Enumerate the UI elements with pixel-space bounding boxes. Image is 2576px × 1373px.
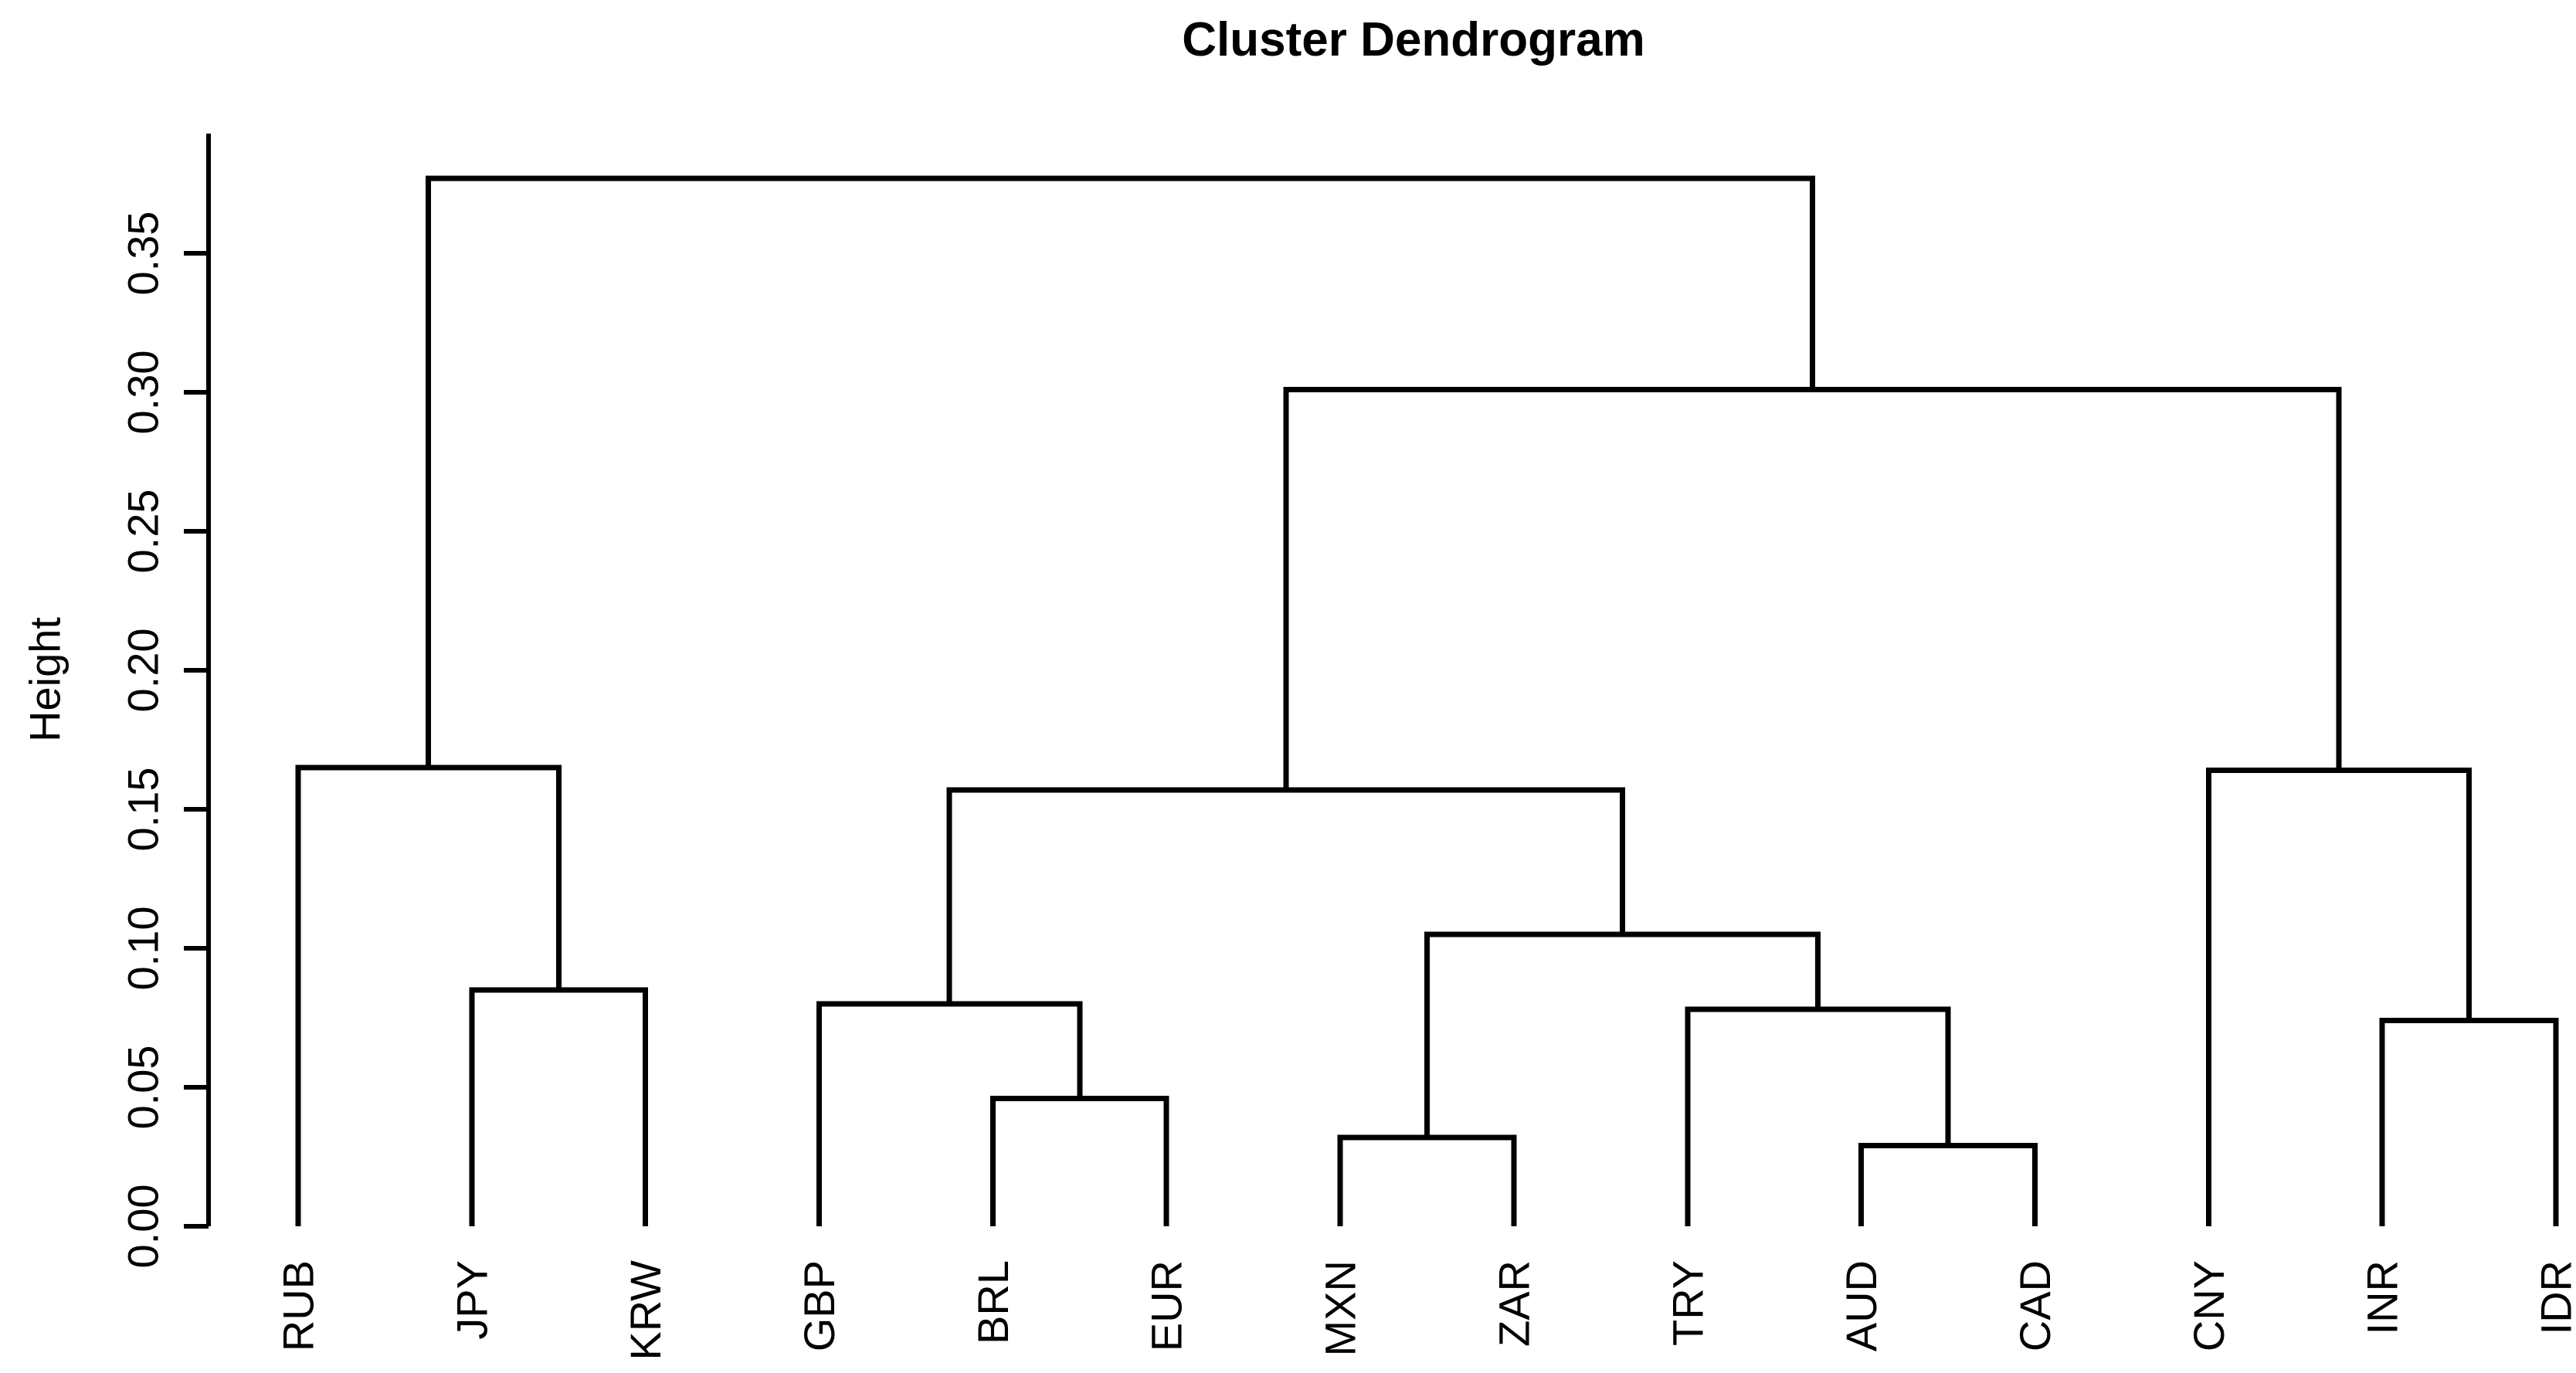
leaf-label-mxn: MXN: [1316, 1260, 1365, 1356]
leaf-label-jpy: JPY: [447, 1260, 496, 1340]
leaf-label-cny: CNY: [2184, 1260, 2233, 1351]
cluster-link-m2: [295, 764, 562, 1226]
leaf-label-inr: INR: [2358, 1260, 2407, 1334]
leaf-labels: RUB JPY KRW GBP BRL EUR MXN ZAR TRY AUD CAD CNY INR I…: [274, 1260, 2576, 1361]
y-axis-label: Height: [21, 617, 70, 742]
leaf-label-cad: CAD: [2011, 1260, 2059, 1351]
cluster-link-m12: [1283, 386, 2342, 790]
cluster-link-m6: [1858, 1143, 2038, 1226]
leaf-label-zar: ZAR: [1489, 1260, 1538, 1347]
cluster-link-m8: [1424, 931, 1821, 1137]
cluster-link-m4: [816, 1001, 1083, 1226]
y-axis-tick-label: 0.30: [119, 351, 168, 435]
leaf-label-aud: AUD: [1837, 1260, 1885, 1351]
y-axis-tick-label: 0.10: [119, 907, 168, 991]
leaf-label-eur: EUR: [1142, 1260, 1191, 1351]
chart-title: Cluster Dendrogram: [1182, 13, 1644, 66]
leaf-label-try: TRY: [1663, 1260, 1712, 1346]
cluster-link-m10: [2379, 1018, 2559, 1226]
y-axis-tick-label: 0.20: [119, 629, 168, 713]
y-axis: 0.00 0.05 0.10 0.15 0.20 0.25 0.30 0.35: [119, 134, 211, 1269]
cluster-link-m5: [1337, 1134, 1517, 1226]
y-axis-tick-label: 0.25: [119, 490, 168, 574]
cluster-link-m3: [989, 1095, 1169, 1226]
leaf-label-brl: BRL: [969, 1260, 1017, 1344]
y-axis-tick-label: 0.35: [119, 212, 168, 296]
cluster-link-m7: [1685, 1006, 1951, 1226]
y-axis-tick-label: 0.00: [119, 1185, 168, 1269]
leaf-label-gbp: GBP: [795, 1260, 843, 1351]
y-axis-tick-label: 0.15: [119, 768, 168, 852]
leaf-label-idr: IDR: [2532, 1260, 2576, 1334]
leaf-label-krw: KRW: [621, 1260, 670, 1361]
cluster-link-m11: [2205, 768, 2472, 1226]
cluster-link-m1: [469, 987, 649, 1226]
cluster-link-m9: [946, 787, 1625, 1004]
dendrogram-tree: [295, 175, 2559, 1226]
leaf-label-rub: RUB: [274, 1260, 323, 1351]
y-axis-tick-label: 0.05: [119, 1046, 168, 1130]
cluster-link-m13: [426, 175, 1815, 768]
